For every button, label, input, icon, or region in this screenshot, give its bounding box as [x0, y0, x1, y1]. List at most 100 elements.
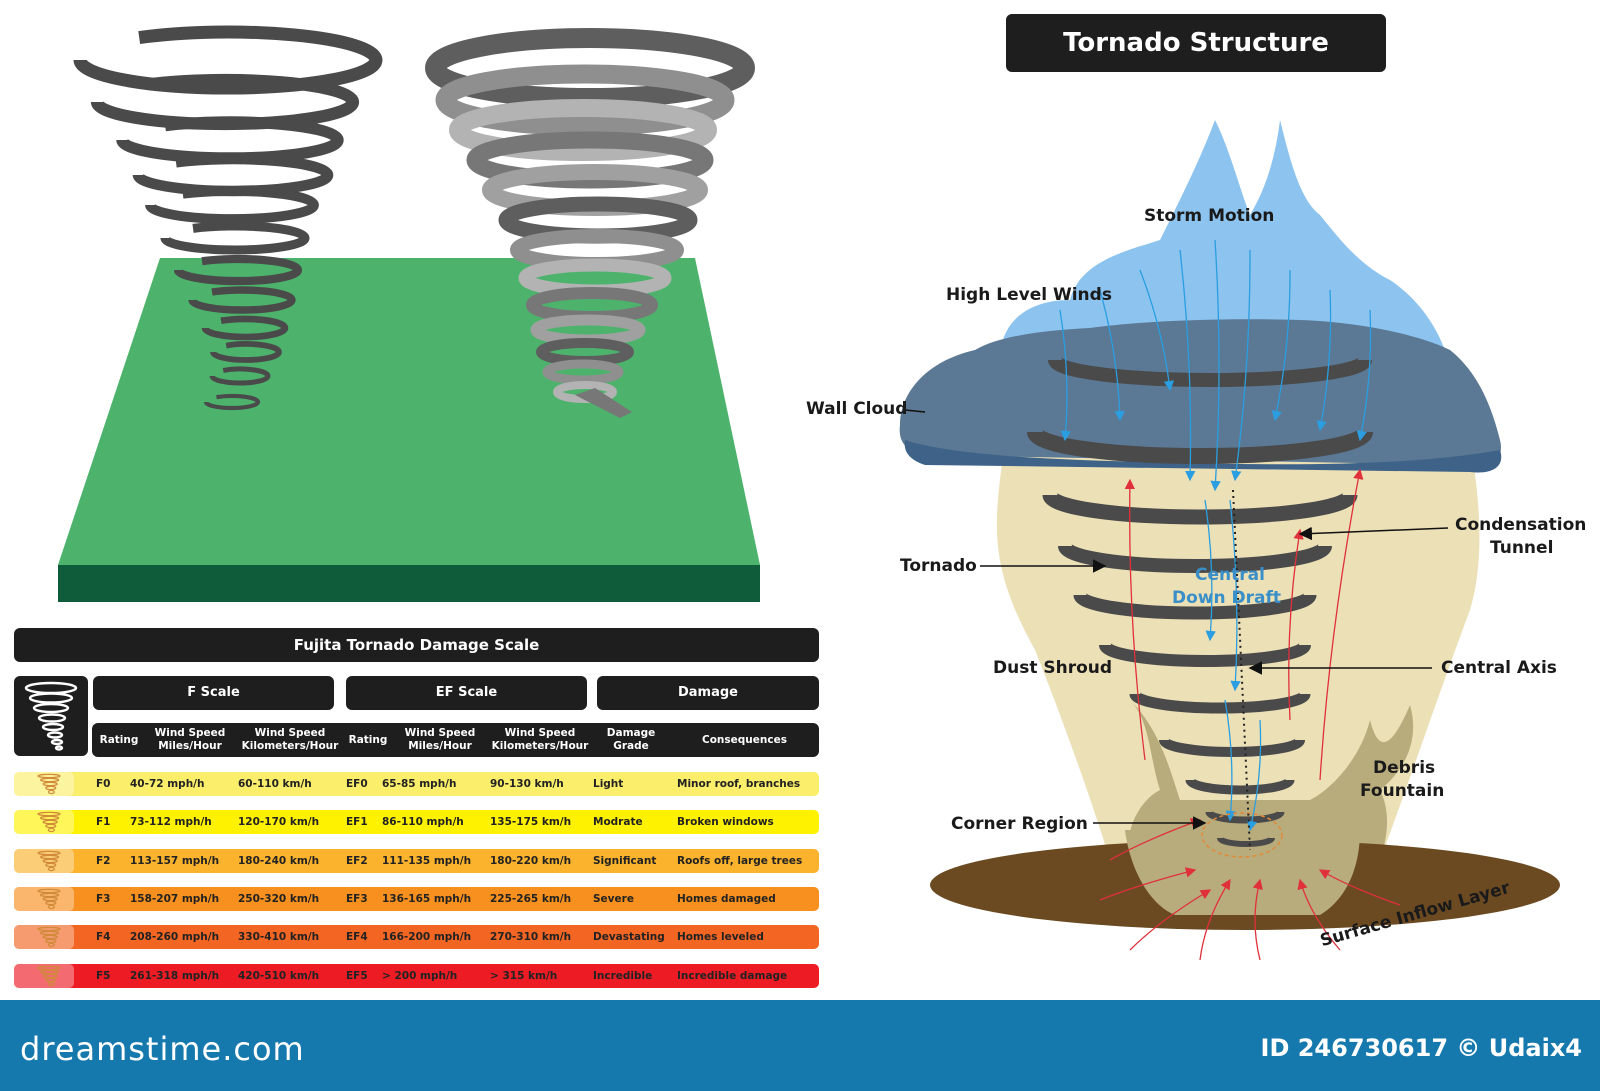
row-tornado-icon	[14, 848, 74, 873]
cell-f-kmh: 60-110 km/h	[238, 778, 312, 790]
downdraft-arrow	[1224, 699, 1237, 822]
infographic: Fujita Tornado Damage Scale F Scale EF S…	[14, 14, 1587, 988]
cell-f-mph: 73-112 mph/h	[130, 816, 212, 829]
downdraft-arrow	[1210, 239, 1221, 492]
cell-ef: EF0	[346, 778, 368, 790]
downdraft-arrow	[1204, 499, 1216, 642]
group-f-scale: F Scale	[93, 676, 334, 710]
vortex-rings	[1027, 357, 1373, 847]
column-header-text: Rating	[100, 734, 139, 747]
downdraft-arrows	[1059, 239, 1372, 832]
label-corner-region: Corner Region	[951, 814, 1088, 834]
inflow-arrow	[1297, 878, 1341, 951]
downdraft-arrow	[1247, 719, 1262, 832]
cell-ef: EF4	[346, 931, 368, 944]
debris-base	[1125, 830, 1360, 915]
storm-cloud-top	[1000, 120, 1450, 365]
cell-f-kmh: 420-510 km/h	[238, 969, 320, 982]
cell-grade: Significant	[593, 854, 657, 867]
tornado-band	[425, 28, 755, 108]
cell-conseq: Homes leveled	[677, 931, 764, 944]
inflow-arrow	[1318, 869, 1401, 906]
column-header: Consequences	[670, 723, 819, 757]
cell-conseq: Roofs off, large trees	[677, 854, 803, 867]
vortex-ring	[1205, 810, 1285, 824]
cell-f-mph: 208-260 mph/h	[130, 931, 220, 944]
cell-f: F0	[96, 778, 111, 790]
vortex-ring	[1159, 737, 1305, 757]
tornado-icon	[24, 681, 78, 751]
cell-ef: EF5	[346, 969, 368, 982]
column-header-line1: Wind Speed	[254, 727, 326, 739]
downdraft-arrow	[1271, 269, 1291, 422]
cell-f: F5	[96, 969, 111, 982]
tornado-illustration	[58, 25, 760, 602]
vortex-ring	[1058, 543, 1332, 573]
cell-ef-mph: 111-135 mph/h	[382, 854, 472, 867]
label-down-draft: Down Draft	[1172, 588, 1282, 608]
group-damage: Damage	[597, 676, 819, 710]
scale-title: Fujita Tornado Damage Scale	[14, 628, 819, 662]
label-high-level-winds: High Level Winds	[946, 285, 1112, 305]
column-header-line2: Kilometers/Hour	[491, 740, 589, 752]
column-header-line1: Damage	[606, 727, 656, 739]
row-tornado-icon	[14, 886, 74, 911]
tornado-ring	[201, 315, 289, 341]
cell-grade: Light	[593, 778, 624, 790]
vortex-ring	[1073, 592, 1317, 620]
footer-bar: dreamstime.com ID 246730617 © Udaix4	[0, 1000, 1600, 1091]
tornado-ring	[90, 73, 360, 131]
downdraft-arrow	[1099, 289, 1125, 422]
cell-f-kmh: 180-240 km/h	[238, 854, 320, 867]
cell-grade: Severe	[593, 892, 634, 905]
cell-f-mph: 158-207 mph/h	[130, 892, 220, 905]
label-central-axis: Central Axis	[1441, 658, 1557, 678]
cell-f: F3	[96, 892, 111, 905]
footer-brand[interactable]: dreamstime.com	[20, 1030, 305, 1068]
cell-f-kmh: 120-170 km/h	[238, 816, 320, 829]
downdraft-arrow	[1059, 309, 1071, 442]
cell-ef-kmh: > 315 km/h	[490, 969, 558, 982]
label-tornado: Tornado	[900, 556, 977, 576]
thick-tornado	[425, 28, 755, 418]
cell-f-kmh: 250-320 km/h	[238, 892, 320, 905]
cell-ef-mph: 65-85 mph/h	[382, 778, 457, 790]
structure-diagram	[899, 120, 1560, 961]
cell-ef-mph: 136-165 mph/h	[382, 892, 472, 905]
vortex-ring	[1099, 642, 1311, 667]
vortex-ring	[1048, 357, 1372, 387]
tornado-tail	[575, 388, 632, 418]
tornado-ring	[132, 153, 334, 197]
tornado-ring	[188, 286, 296, 314]
tornado-ring	[160, 221, 310, 255]
wall-cloud	[899, 319, 1501, 467]
cell-f-mph: 261-318 mph/h	[130, 969, 220, 982]
cell-conseq: Broken windows	[677, 816, 774, 829]
cell-ef-kmh: 225-265 km/h	[490, 892, 572, 905]
vortex-ring	[1185, 778, 1295, 795]
cell-f: F1	[96, 816, 111, 829]
inflow-arrow	[1199, 878, 1231, 961]
cell-conseq: Minor roof, branches	[677, 778, 801, 790]
column-header-line2: Kilometers/Hour	[241, 740, 339, 752]
label-debris: Debris	[1373, 758, 1436, 778]
cell-conseq: Incredible damage	[677, 969, 788, 982]
label-wall-cloud: Wall Cloud	[806, 399, 908, 419]
cell-conseq: Homes damaged	[677, 892, 776, 905]
inflow-arrow	[1109, 818, 1202, 861]
label-condensation: Condensation	[1455, 515, 1587, 535]
cell-grade: Devastating	[593, 931, 665, 944]
downdraft-arrow	[1229, 499, 1241, 692]
ground-slab-side	[58, 565, 760, 602]
inflow-arrow	[1099, 867, 1197, 901]
cell-f-mph: 40-72 mph/h	[130, 778, 205, 790]
